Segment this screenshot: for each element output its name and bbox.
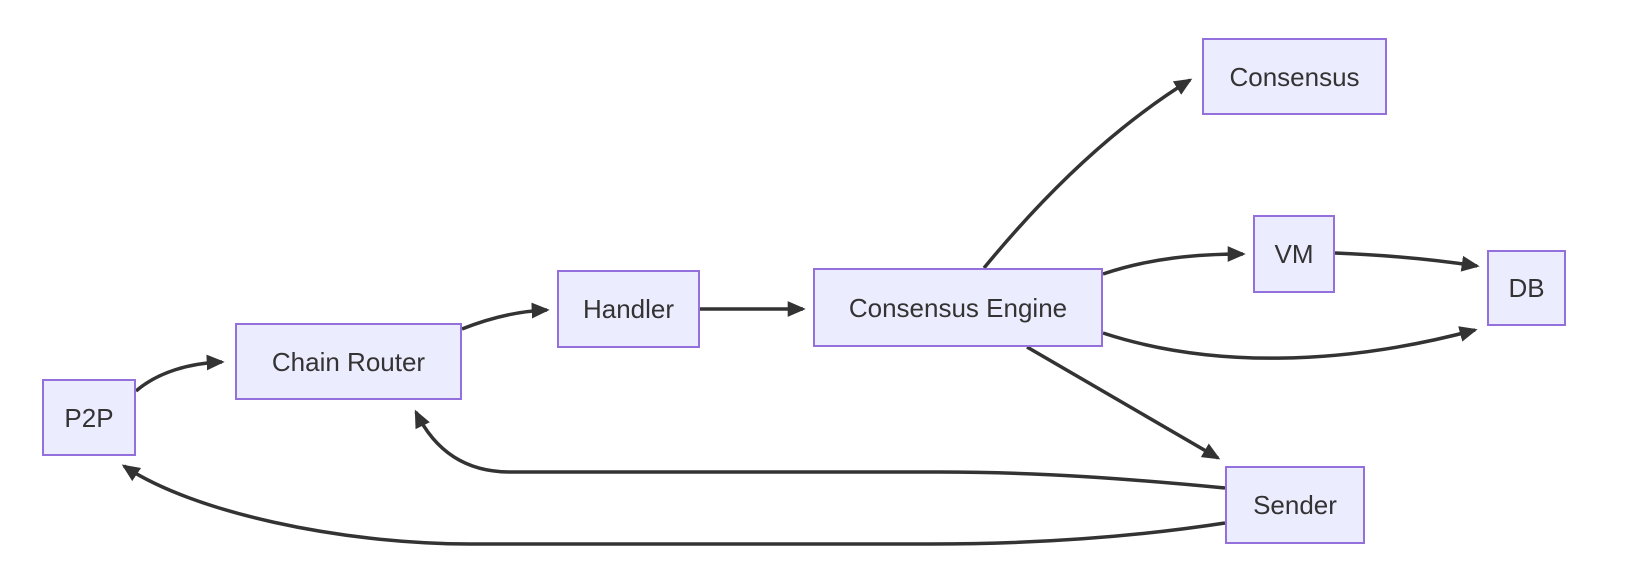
node-db-label: DB (1508, 273, 1545, 303)
edge-consensus-engine-to-sender (1026, 345, 1221, 460)
node-chain-router-label: Chain Router (271, 346, 426, 377)
edge-sender-to-p2p (121, 464, 1226, 546)
edge-consensus-engine-to-db (1102, 326, 1478, 360)
edge-consensus-engine-to-consensus (982, 78, 1193, 270)
edge-p2p-to-chain-router (134, 354, 225, 393)
node-handler-label: Handler (582, 294, 675, 324)
node-consensus: Consensus (1202, 38, 1387, 115)
node-handler: Handler (557, 270, 700, 348)
node-p2p: P2P (42, 379, 136, 456)
node-vm-label: VM (1274, 239, 1314, 269)
node-consensus-label: Consensus (1229, 61, 1360, 92)
edge-consensus-engine-to-vm (1102, 246, 1246, 276)
node-db: DB (1487, 250, 1566, 326)
node-consensus-engine: Consensus Engine (813, 268, 1103, 347)
edge-sender-to-chain-router (414, 409, 1226, 490)
edge-vm-to-db (1334, 251, 1480, 272)
node-chain-router: Chain Router (235, 323, 462, 400)
node-sender: Sender (1225, 466, 1365, 544)
node-p2p-label: P2P (64, 402, 114, 433)
edge-chain-router-to-handler (461, 302, 550, 331)
node-sender-label: Sender (1253, 490, 1337, 520)
node-vm: VM (1253, 215, 1335, 293)
node-consensus-engine-label: Consensus Engine (848, 292, 1068, 323)
